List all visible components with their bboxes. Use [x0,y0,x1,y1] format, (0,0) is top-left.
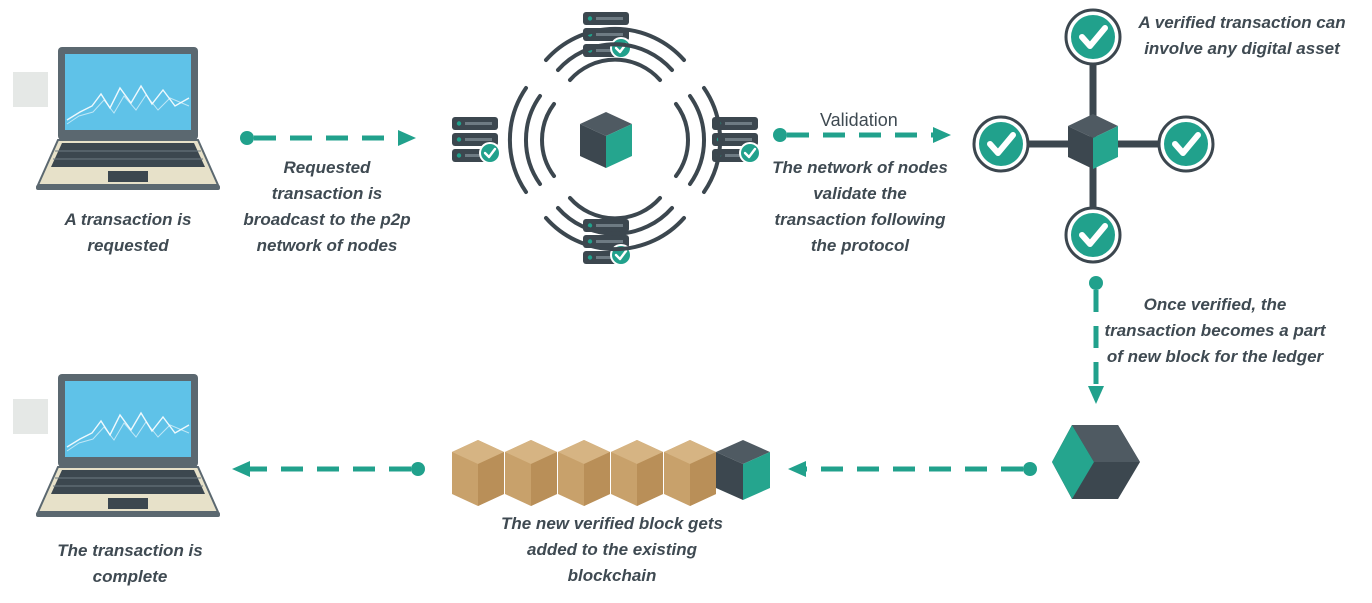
block-cube-icon [1068,114,1118,169]
check-circle-icon [974,117,1028,171]
caption-broadcast: Requested transaction is broadcast to th… [243,158,411,255]
chain-block [452,440,504,506]
chain-block [505,440,557,506]
caption-validate: The network of nodes validate the transa… [772,158,948,255]
p2p-network [450,10,762,267]
laptop-icon [35,46,221,191]
broadcast-waves-icon [507,26,723,252]
caption-asset: A verified transaction can involve any d… [1138,13,1346,58]
caption-complete: The transaction is complete [57,541,203,586]
caption-verified: Once verified, the transaction becomes a… [1104,295,1326,366]
check-circle-icon [1159,117,1213,171]
complete-arrow [232,461,425,477]
server-stack-icon [581,217,633,267]
chain-block [611,440,663,506]
new-chain-block [716,440,770,500]
server-stack-icon [450,115,502,165]
block-cube-icon [1052,425,1140,499]
server-stack-icon [581,10,633,60]
placeholder-square [13,72,48,107]
chain-block [664,440,716,506]
validation-label: Validation [820,110,898,130]
chain-block [558,440,610,506]
check-circle-icon [1066,208,1120,262]
validation-arrow [773,127,951,143]
new-block-arrow [1088,276,1104,404]
placeholder-square [13,399,48,434]
block-cube-icon [580,112,632,168]
verification-hub [974,10,1213,262]
broadcast-arrow [240,130,416,146]
caption-requested: A transaction is requested [64,210,192,255]
check-circle-icon [1066,10,1120,64]
caption-chain: The new verified block gets added to the… [500,514,723,585]
chain-arrow [788,461,1037,477]
laptop-icon [35,373,221,518]
blockchain [452,440,770,506]
